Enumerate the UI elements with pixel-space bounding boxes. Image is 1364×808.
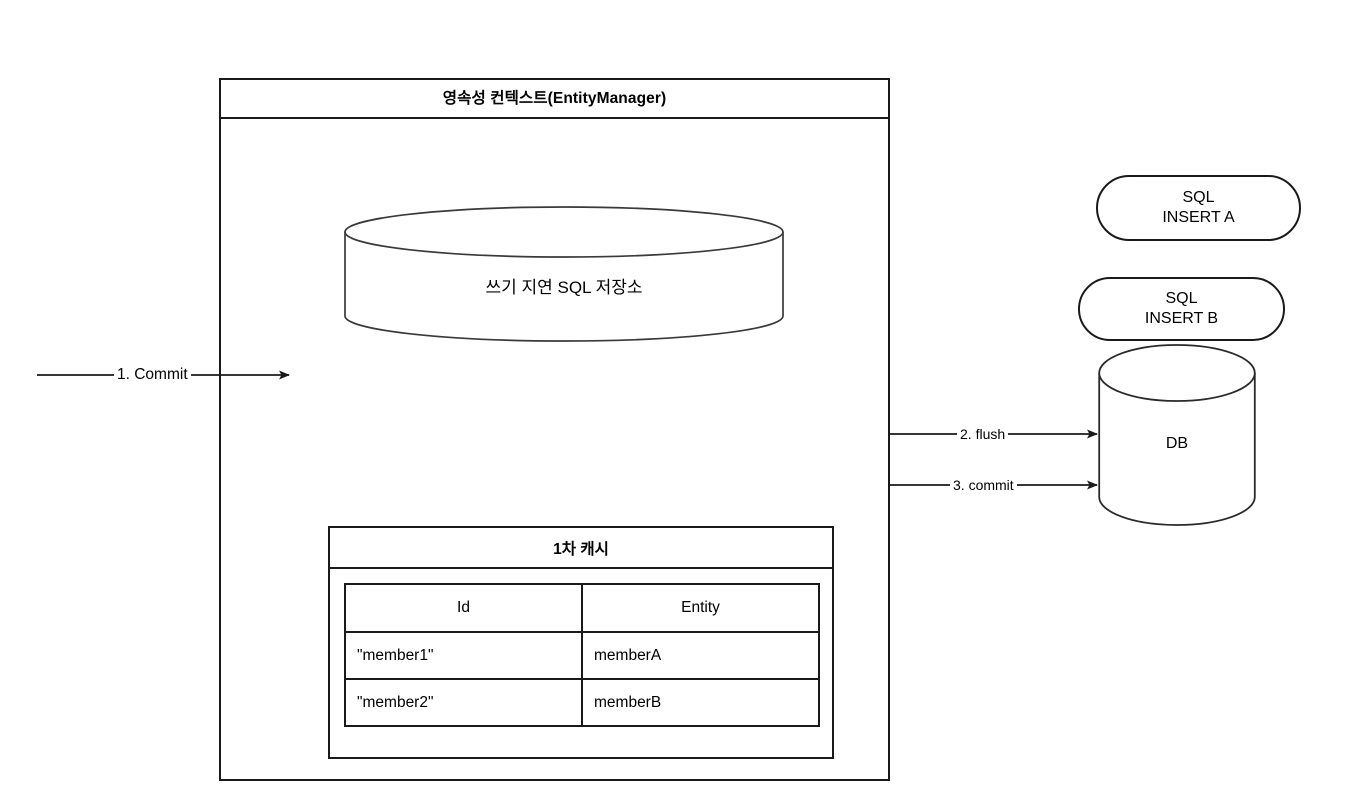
column-header-entity: Entity [581, 583, 820, 633]
first-level-cache-title-row: 1차 캐시 [330, 528, 832, 569]
database-cylinder-shape [1098, 344, 1256, 526]
arrow-label-commit: 1. Commit [114, 367, 191, 383]
sql-insert-a-line1: SQL [1182, 188, 1215, 206]
table-row: "member2" memberB [344, 678, 820, 727]
column-header-id: Id [344, 583, 583, 633]
cell-id: "member2" [344, 678, 583, 727]
sql-insert-b-node: SQL INSERT B [1078, 277, 1285, 341]
arrow-label-flush: 2. flush [957, 427, 1009, 441]
table-row: "member1" memberA [344, 631, 820, 680]
cell-id: "member1" [344, 631, 583, 680]
sql-insert-b-line2: INSERT B [1144, 310, 1219, 327]
write-behind-sql-store: 쓰기 지연 SQL 저장소 [344, 206, 784, 342]
write-behind-sql-store-label: 쓰기 지연 SQL 저장소 [485, 277, 643, 297]
table-header-row: Id Entity [344, 583, 820, 633]
arrow-label-commit-db: 3. commit [950, 478, 1017, 492]
persistence-context-header: 영속성 컨텍스트(EntityManager) [219, 78, 890, 119]
first-level-cache-table: Id Entity "member1" memberA "member2" me… [344, 583, 820, 727]
database-label: DB [1165, 435, 1189, 452]
first-level-cache-box: 1차 캐시 Id Entity "member1" memberA "membe… [328, 526, 834, 759]
sql-insert-a-line2: INSERT A [1162, 209, 1235, 226]
cell-entity: memberA [581, 631, 820, 680]
sql-insert-b-line1: SQL [1165, 289, 1198, 307]
database-cylinder: DB [1098, 344, 1256, 526]
sql-insert-a-node: SQL INSERT A [1096, 175, 1301, 241]
sql-store-cylinder-shape [344, 206, 784, 342]
persistence-context-title: 영속성 컨텍스트(EntityManager) [442, 89, 667, 107]
first-level-cache-title: 1차 캐시 [553, 540, 609, 558]
cell-entity: memberB [581, 678, 820, 727]
